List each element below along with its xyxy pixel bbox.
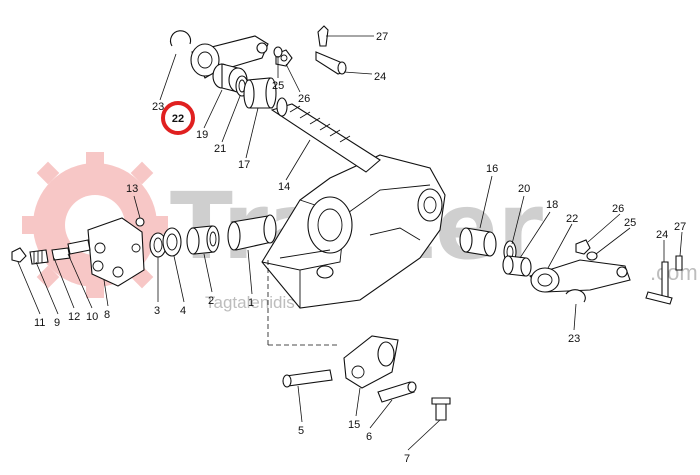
clip-23-right xyxy=(565,289,586,303)
cylinder-1 xyxy=(227,214,277,251)
callout-16: 16 xyxy=(486,163,498,175)
callout-25-top: 25 xyxy=(272,80,284,92)
pin-27-top xyxy=(317,25,329,47)
callout-17: 17 xyxy=(238,159,250,171)
bearing-4 xyxy=(162,227,182,257)
lift-arm-right xyxy=(529,259,631,293)
bushing-18 xyxy=(502,255,532,277)
callout-8: 8 xyxy=(104,309,110,321)
callout-13: 13 xyxy=(126,183,138,195)
callout-25-right: 25 xyxy=(624,217,636,229)
callout-2: 2 xyxy=(208,295,214,307)
callout-5: 5 xyxy=(298,425,304,437)
lift-arm-top xyxy=(169,30,269,79)
bushing-16 xyxy=(459,227,497,257)
callout-24-right: 24 xyxy=(656,229,668,241)
callout-15: 15 xyxy=(348,419,360,431)
leader-lines xyxy=(17,35,683,451)
callout-9: 9 xyxy=(54,317,60,329)
pin-5 xyxy=(282,369,333,388)
lift-housing xyxy=(261,154,446,309)
callout-18: 18 xyxy=(546,199,558,211)
callout-6: 6 xyxy=(366,431,372,443)
bolt-24-top xyxy=(315,51,347,75)
dashed-assembly-lines xyxy=(267,260,340,346)
nut-26-right xyxy=(575,239,591,255)
callout-27-right: 27 xyxy=(674,221,686,233)
bolt-24-right xyxy=(645,261,673,305)
gear-logo-icon xyxy=(22,152,168,298)
callout-4: 4 xyxy=(180,305,186,317)
callout-7: 7 xyxy=(404,453,410,465)
pin-6 xyxy=(377,381,417,403)
callout-26-right: 26 xyxy=(612,203,624,215)
callout-20: 20 xyxy=(518,183,530,195)
callout-24-top: 24 xyxy=(374,71,386,83)
pin-27-right xyxy=(675,255,683,271)
highlighted-part-label: 22 xyxy=(172,113,184,125)
callout-19: 19 xyxy=(196,129,208,141)
lever-15 xyxy=(343,335,399,389)
watermark-domain: .com xyxy=(650,260,698,285)
callout-14: 14 xyxy=(278,181,290,193)
callout-10: 10 xyxy=(86,311,98,323)
highlight-ring xyxy=(161,101,195,135)
callout-23-top: 23 xyxy=(152,101,164,113)
washer-25-top xyxy=(273,46,283,58)
screw-13 xyxy=(135,217,145,227)
bushing-17 xyxy=(243,77,277,109)
callout-26-top: 26 xyxy=(298,93,310,105)
shaft-14 xyxy=(270,97,381,173)
valve-parts-left xyxy=(11,239,91,265)
callout-21: 21 xyxy=(214,143,226,155)
callout-labels: 27 24 25 26 23 19 21 17 14 16 20 18 22 2… xyxy=(34,31,686,465)
callout-3: 3 xyxy=(154,305,160,317)
bolt-7 xyxy=(431,397,451,421)
watermark-subtitle: Tagtalenidis xyxy=(205,293,295,312)
callout-22-right: 22 xyxy=(566,213,578,225)
washer-25-right xyxy=(586,251,598,261)
callout-27-top: 27 xyxy=(376,31,388,43)
piston-2 xyxy=(186,225,220,255)
cover-8 xyxy=(87,217,145,287)
callout-11: 11 xyxy=(34,317,45,329)
callout-1: 1 xyxy=(248,297,254,309)
callout-12: 12 xyxy=(68,311,80,323)
ring-3 xyxy=(149,232,167,258)
callout-23-right: 23 xyxy=(568,333,580,345)
